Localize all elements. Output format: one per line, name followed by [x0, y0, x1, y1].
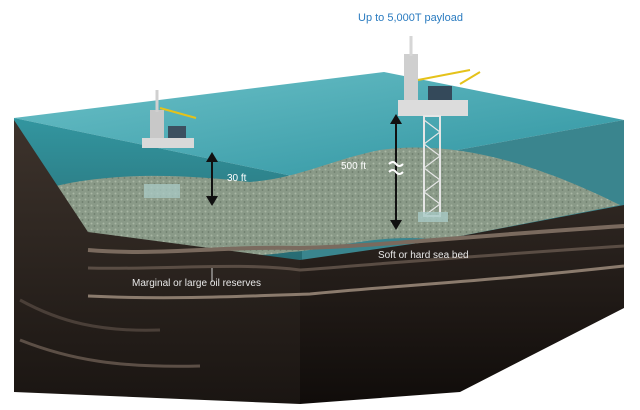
strata-band	[87, 264, 625, 300]
water-surface	[14, 72, 624, 178]
depth-arrow-shallow	[206, 152, 218, 206]
small-platform	[142, 90, 197, 198]
strata-band	[87, 224, 625, 254]
payload-label: Up to 5,000T payload	[358, 12, 463, 24]
earth-front-face	[14, 120, 300, 404]
break-symbol	[388, 161, 404, 175]
depth-label-shallow: 30 ft	[227, 173, 247, 184]
seabed-surface	[40, 147, 620, 256]
strata-band	[19, 338, 201, 368]
reserves-label: Marginal or large oil reserves	[132, 278, 261, 289]
depth-label-deep: 500 ft	[341, 161, 367, 172]
earth-right-face	[300, 205, 624, 404]
strata-band	[87, 244, 625, 272]
seabed-label: Soft or hard sea bed	[378, 250, 469, 261]
strata-band	[19, 298, 161, 332]
large-platform	[398, 36, 481, 222]
